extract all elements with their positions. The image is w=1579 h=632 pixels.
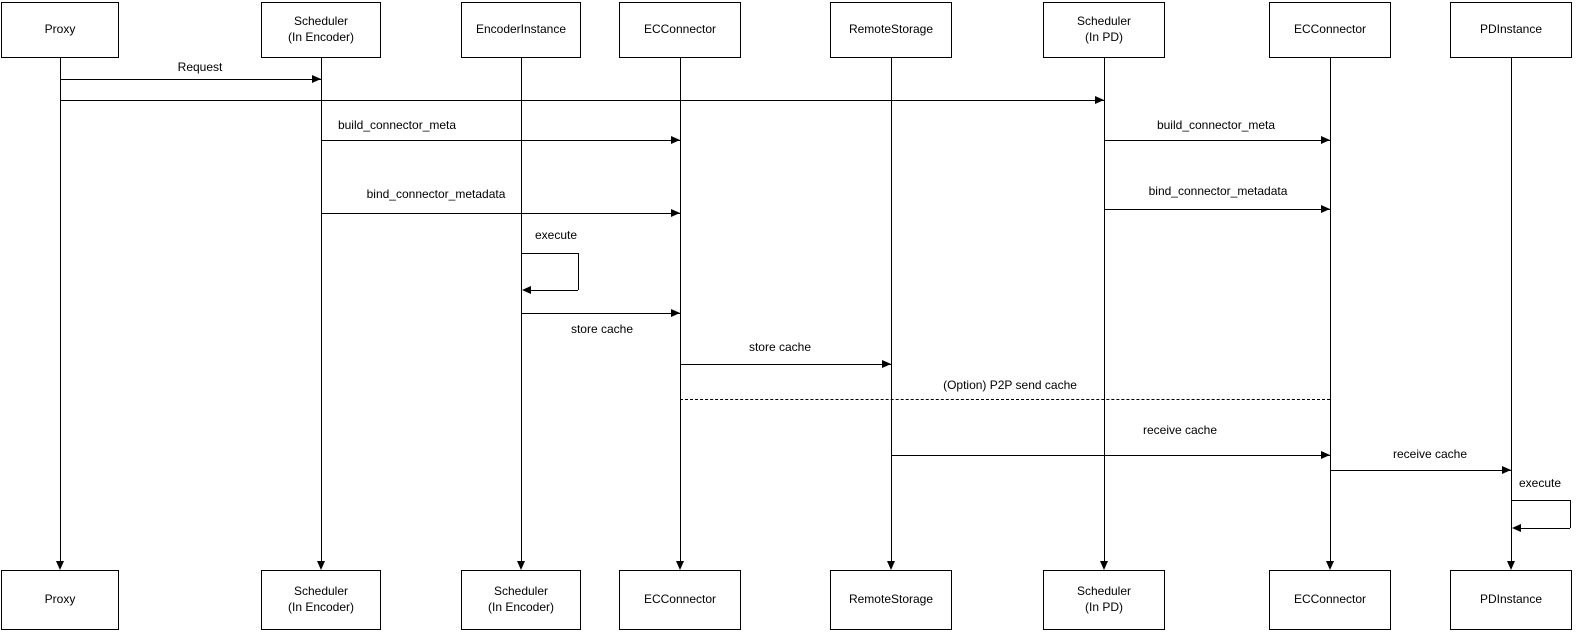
message-line-build-meta-pd [1104, 140, 1330, 141]
message-label-build-meta-pd: build_connector_meta [1154, 118, 1278, 132]
lifeline-arrowhead-scheduler-in-encoder [317, 561, 325, 570]
lifeline-arrowhead-scheduler-in-pd [1100, 561, 1108, 570]
lifeline-pd-instance [1511, 58, 1512, 561]
message-line-p2p-send-cache [680, 399, 1330, 400]
message-arrowhead-bind-metadata-pd [1321, 205, 1330, 213]
message-line-bind-metadata-pd [1104, 209, 1330, 210]
message-label-build-meta-encoder: build_connector_meta [335, 118, 459, 132]
message-line-build-meta-encoder [321, 140, 680, 141]
message-line-execute-pd [1520, 528, 1570, 529]
participant-top-ec-connector-encoder: ECConnector [619, 2, 741, 58]
lifeline-arrowhead-proxy [56, 561, 64, 570]
participant-bottom-scheduler-in-pd: Scheduler (In PD) [1043, 570, 1165, 630]
message-label-request: Request [175, 60, 225, 74]
message-label-bind-metadata-pd: bind_connector_metadata [1146, 184, 1290, 198]
participant-top-scheduler-in-pd: Scheduler (In PD) [1043, 2, 1165, 58]
message-line-execute-encoder [530, 290, 578, 291]
participant-bottom-encoder-instance: Scheduler (In Encoder) [461, 570, 581, 630]
lifeline-ec-connector-encoder [680, 58, 681, 561]
lifeline-arrowhead-ec-connector-pd [1326, 561, 1334, 570]
message-label-receive-cache-to-pd: receive cache [1390, 447, 1470, 461]
message-arrowhead-execute-encoder [522, 286, 531, 294]
participant-bottom-remote-storage: RemoteStorage [830, 570, 952, 630]
participant-top-remote-storage: RemoteStorage [830, 2, 952, 58]
participant-top-scheduler-in-encoder: Scheduler (In Encoder) [261, 2, 381, 58]
message-arrowhead-receive-cache-to-ec [1321, 451, 1330, 459]
message-arrowhead-execute-pd [1512, 524, 1521, 532]
participant-bottom-pd-instance: PDInstance [1450, 570, 1572, 630]
participant-bottom-ec-connector-pd: ECConnector [1269, 570, 1391, 630]
message-label-execute-pd: execute [1516, 476, 1564, 490]
lifeline-ec-connector-pd [1330, 58, 1331, 561]
message-arrowhead-bind-metadata-encoder [671, 209, 680, 217]
message-line-request [60, 79, 321, 80]
lifeline-scheduler-in-encoder [321, 58, 322, 561]
participant-top-ec-connector-pd: ECConnector [1269, 2, 1391, 58]
participant-bottom-proxy: Proxy [1, 570, 119, 630]
message-arrowhead-proxy-to-pd-scheduler [1095, 96, 1104, 104]
message-line-execute-encoder [578, 253, 579, 290]
message-arrowhead-build-meta-encoder [671, 136, 680, 144]
participant-bottom-scheduler-in-encoder: Scheduler (In Encoder) [261, 570, 381, 630]
message-line-store-cache-to-remote [680, 364, 891, 365]
message-arrowhead-request [312, 75, 321, 83]
lifeline-proxy [60, 58, 61, 561]
message-line-execute-pd [1511, 500, 1570, 501]
message-line-proxy-to-pd-scheduler [60, 100, 1104, 101]
message-line-receive-cache-to-pd [1330, 470, 1511, 471]
message-label-store-cache-to-ec: store cache [568, 322, 636, 336]
lifeline-arrowhead-remote-storage [887, 561, 895, 570]
message-arrowhead-build-meta-pd [1321, 136, 1330, 144]
message-line-store-cache-to-ec [521, 313, 680, 314]
message-label-receive-cache-to-ec: receive cache [1140, 423, 1220, 437]
lifeline-arrowhead-pd-instance [1507, 561, 1515, 570]
message-line-receive-cache-to-ec [891, 455, 1330, 456]
message-label-execute-encoder: execute [532, 228, 580, 242]
message-label-store-cache-to-remote: store cache [746, 340, 814, 354]
lifeline-arrowhead-ec-connector-encoder [676, 561, 684, 570]
message-label-bind-metadata-encoder: bind_connector_metadata [364, 187, 508, 201]
message-arrowhead-receive-cache-to-pd [1502, 466, 1511, 474]
message-line-execute-pd [1570, 500, 1571, 528]
participant-top-proxy: Proxy [1, 2, 119, 58]
message-line-execute-encoder [521, 253, 578, 254]
message-arrowhead-store-cache-to-ec [671, 309, 680, 317]
participant-bottom-ec-connector-encoder: ECConnector [619, 570, 741, 630]
message-line-bind-metadata-encoder [321, 213, 680, 214]
lifeline-arrowhead-encoder-instance [517, 561, 525, 570]
lifeline-scheduler-in-pd [1104, 58, 1105, 561]
lifeline-encoder-instance [521, 58, 522, 561]
participant-top-pd-instance: PDInstance [1450, 2, 1572, 58]
message-label-p2p-send-cache: (Option) P2P send cache [941, 378, 1079, 392]
message-arrowhead-store-cache-to-remote [882, 360, 891, 368]
lifeline-remote-storage [891, 58, 892, 561]
participant-top-encoder-instance: EncoderInstance [461, 2, 581, 58]
